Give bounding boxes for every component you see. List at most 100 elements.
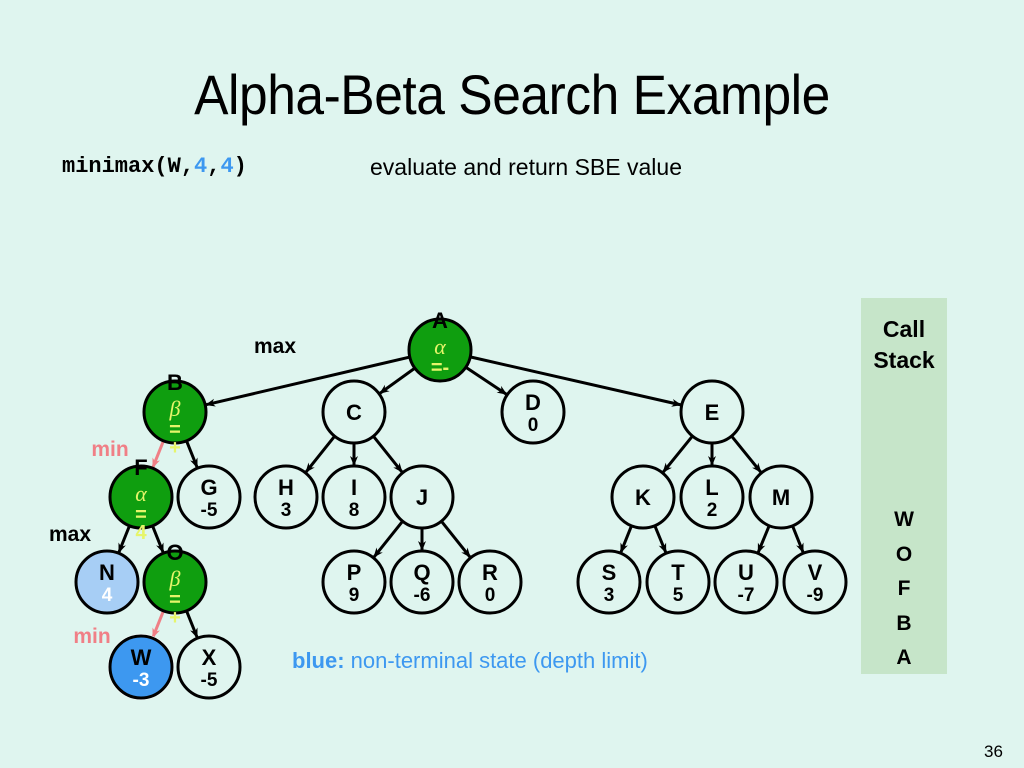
node-v: V-9 [782,549,848,615]
edge-j-p [372,520,404,558]
edge-k-t [653,525,668,554]
call-stack-item: A [896,646,912,669]
edge-b-g [185,440,199,469]
bound-value: = [169,419,181,441]
node-label: X [202,645,217,670]
node-circle [679,464,745,530]
node-h: H3 [253,464,319,530]
node-circle [782,549,848,615]
node-label: E [705,400,720,425]
node-circle [500,379,566,445]
node-label: U [738,560,754,585]
node-label: I [351,475,357,500]
edge-o-x [185,610,199,639]
node-label: T [671,560,685,585]
call-stack-item: B [896,611,912,635]
node-f: Fα=4 [108,455,174,544]
edge-a-b [205,355,411,407]
bound-symbol: α [434,334,446,359]
bound-value-number: + [169,607,181,629]
call-stack-title: Call Stack [861,314,947,376]
call-stack-item: F [897,577,911,600]
node-circle [321,464,387,530]
edge-c-h [304,435,336,473]
call-stack-title-line1: Call [882,316,926,342]
node-k: K [610,464,676,530]
node-j: J [389,464,455,530]
node-circle [713,549,779,615]
node-label: R [482,560,498,585]
node-value: 8 [349,500,360,521]
node-label: F [134,455,147,480]
node-s: S3 [576,549,642,615]
node-value: -5 [201,670,218,691]
node-i: I8 [321,464,387,530]
bound-symbol: β [169,396,181,421]
node-label: W [131,645,152,670]
call-stack-title-line2: Stack [873,347,935,373]
bound-value-number: + [169,437,181,459]
bound-symbol: β [169,566,181,591]
node-circle [389,549,455,615]
node-value: 3 [281,500,292,521]
node-value: 0 [485,585,496,606]
level-label-max-a: max [254,335,296,358]
call-stack-item: O [895,542,913,566]
call-fn: minimax(W, [62,154,195,179]
node-label: H [278,475,294,500]
bound-value: = [169,589,181,611]
bound-value: =- [431,357,449,379]
node-label: G [200,475,217,500]
node-label: J [416,485,428,510]
node-value: -7 [738,585,755,606]
edge-a-c [379,366,416,395]
node-t: T5 [645,549,711,615]
edge-a-e [469,355,682,407]
edge-e-k [662,435,694,474]
node-d: D0 [500,379,566,445]
node-value: 5 [673,585,684,606]
node-a: Aα=- [407,308,473,383]
node-p: P9 [321,549,387,615]
node-circle [321,379,387,445]
legend-text: non-terminal state (depth limit) [344,648,648,673]
edge-o-w [151,610,165,639]
node-l: L2 [679,464,745,530]
node-o: Oβ=+ [142,540,208,629]
bound-value: = [135,504,147,526]
node-circle [576,549,642,615]
node-circle [108,464,174,530]
node-value: 3 [604,585,615,606]
node-value: 0 [528,415,539,436]
node-q: Q-6 [389,549,455,615]
node-circle [389,464,455,530]
node-circle [321,549,387,615]
node-n: N4 [74,549,140,615]
bound-symbol: α [135,481,147,506]
node-w: W-3 [108,634,174,700]
node-label: D [525,390,541,415]
node-label: P [347,560,362,585]
minimax-call: minimax(W,4,4) [62,154,247,179]
node-label: B [167,370,183,395]
color-legend: blue: non-terminal state (depth limit) [292,648,648,674]
node-circle [142,379,208,445]
node-circle [645,549,711,615]
edge-a-d [464,365,508,396]
node-circle [610,464,676,530]
node-value: -9 [807,585,824,606]
edge-k-s [619,525,633,554]
node-label: C [346,400,362,425]
node-circle [176,464,242,530]
slide-title: Alpha-Beta Search Example [194,63,830,126]
edge-f-o [151,525,165,554]
edge-f-n [117,525,131,554]
node-value: 2 [707,500,718,521]
node-value: 4 [102,585,113,606]
node-circle [176,634,242,700]
node-c: C [321,379,387,445]
node-label: L [705,475,718,500]
node-b: Bβ=+ [142,370,208,459]
node-circle [407,317,473,383]
